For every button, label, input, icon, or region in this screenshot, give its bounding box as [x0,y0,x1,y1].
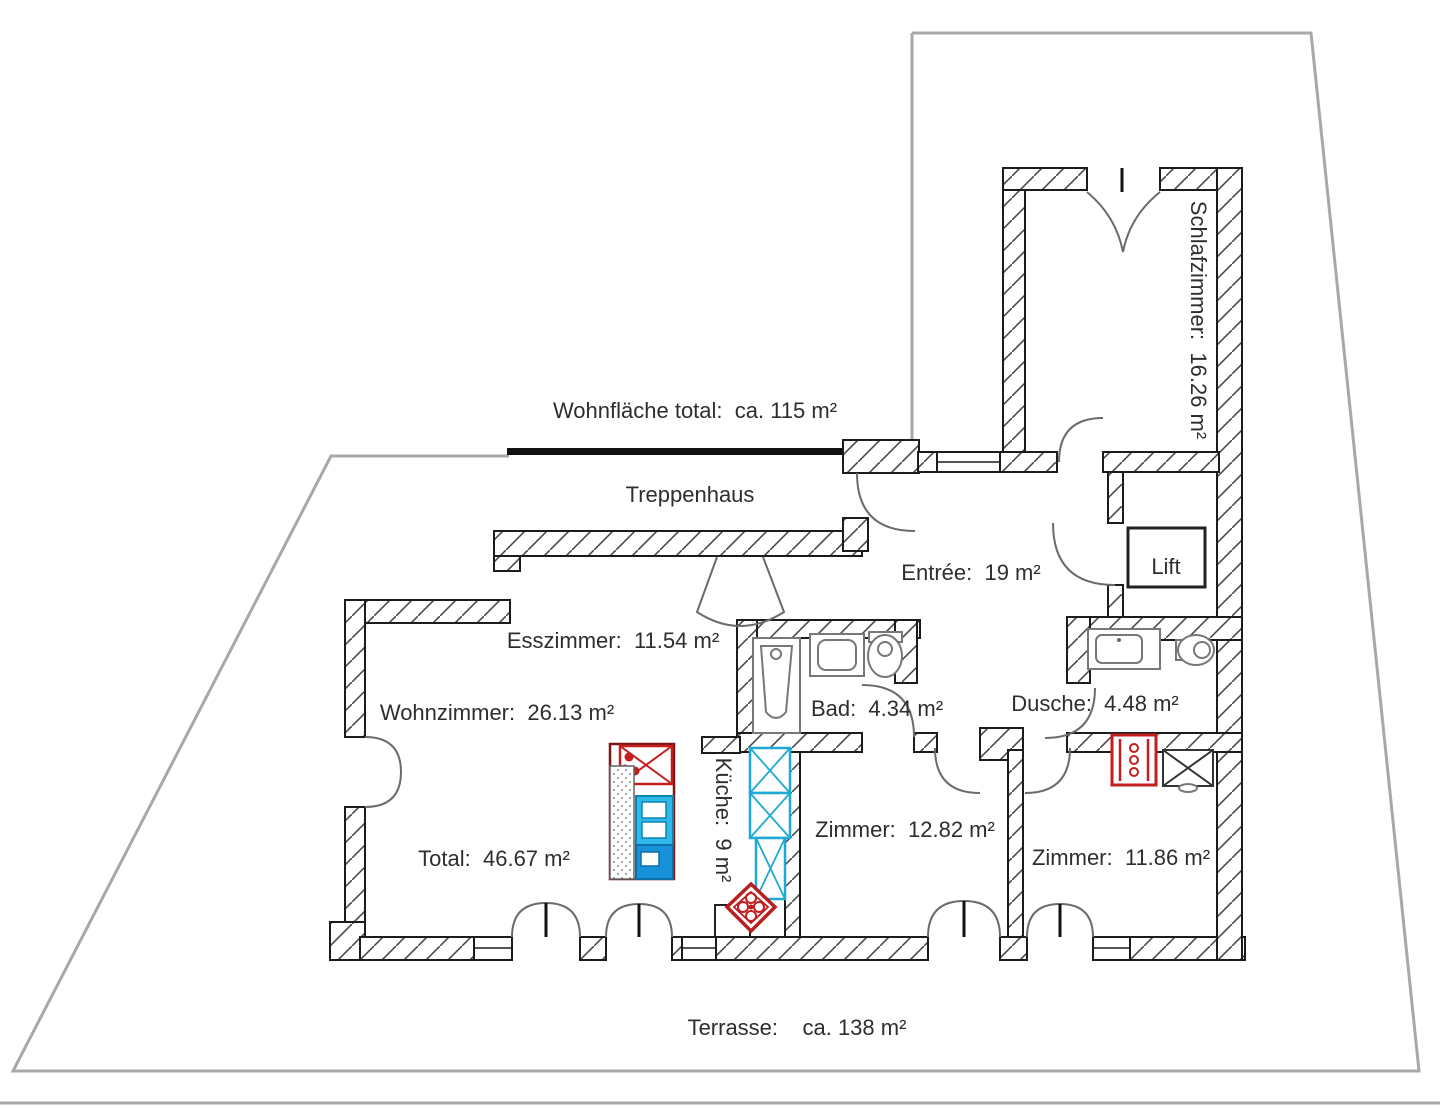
wall [493,555,521,572]
refrigerator [635,795,674,846]
vanity-sink [1087,628,1161,670]
wall [842,439,920,474]
window [1092,936,1131,961]
stove [724,881,778,934]
french-door-arc [1026,903,1061,938]
wall [671,936,683,961]
wall-treppenhaus-top [507,448,848,455]
room-label-zimmer-1: Zimmer: 12.82 m² [815,817,995,842]
label-total: Total: 46.67 m² [418,846,570,871]
room-label-wohnzimmer: Wohnzimmer: 26.13 m² [380,700,614,725]
wall [1216,167,1243,961]
door-arc-entrance [856,472,916,532]
french-door-arc [545,902,581,938]
wall [913,732,938,753]
toilet [867,631,903,678]
sink [809,633,865,677]
french-door-arc [1059,903,1094,938]
window [936,451,1001,473]
room-label-bad: Bad: 4.34 m² [811,696,943,721]
wall [344,599,366,738]
wall [579,936,607,961]
room-label-entree: Entrée: 19 m² [901,560,1040,585]
french-door-arc [605,903,640,938]
wall [917,451,938,473]
label-terrasse: Terrasse: ca. 138 m² [688,1015,907,1040]
wall [493,530,863,557]
wall [359,936,475,961]
wall [1007,749,1024,938]
kitchen-unit [608,742,676,881]
wall [842,517,869,552]
boundary-outline [10,31,1421,1073]
door-fan-treppenhaus [695,556,786,627]
french-door-arc [638,903,673,938]
french-door-arc [963,900,1001,938]
fixtures [608,526,1215,934]
wall [701,736,741,754]
windows [473,451,1131,961]
door-arc-zimmer2 [1024,747,1071,794]
wall [999,451,1058,473]
wall [715,936,929,961]
wall [1107,471,1124,524]
door-arc-schlafzimmer-top [1086,191,1124,253]
door-arc-bad [861,684,915,738]
lift-box [1126,526,1207,589]
appliance [635,844,674,880]
doors [364,168,1161,938]
property-boundary [0,31,1440,1105]
wall [1107,584,1124,618]
room-label-esszimmer: Esszimmer: 11.54 m² [507,628,719,653]
room-label-schlafzimmer: Schlafzimmer: 16.26 m² [1186,201,1211,439]
counter-top [609,765,635,880]
door-arc-schlafzimmer-top [1122,191,1161,253]
wall [999,936,1028,961]
room-label-lift: Lift [1151,554,1180,579]
room-label-dusche: Dusche: 4.48 m² [1011,691,1179,716]
wall [1002,189,1026,473]
wall [1066,616,1091,684]
door-arc-zimmer1 [934,747,981,794]
labels: Wohnfläche total: ca. 115 m² Treppenhaus… [380,201,1211,1040]
wall [344,599,511,624]
door-arc-lift-lobby [1052,522,1116,586]
window [473,936,513,961]
toilet [1175,634,1215,666]
door-arc-schlafzimmer-south [1058,417,1104,463]
walls [329,167,1246,961]
room-label-treppenhaus: Treppenhaus [626,482,755,507]
kitchen-cabinet-column [748,746,792,901]
wall [1102,451,1220,473]
door-arc-wohnzimmer-window [364,771,402,808]
door-arc-dusche [1044,687,1096,739]
door-arc-wohnzimmer-window [364,736,402,773]
room-label-zimmer-2: Zimmer: 11.86 m² [1032,845,1210,870]
french-door-arc [927,900,965,938]
label-wohnflaeche-total: Wohnfläche total: ca. 115 m² [553,398,837,423]
ventilation-shaft [1162,749,1214,793]
window [681,936,717,961]
radiator [1110,733,1158,787]
french-door-arc [511,902,547,938]
wall [1002,167,1088,191]
room-label-kueche: Küche: 9 m² [711,758,736,883]
bathtub [752,637,801,734]
